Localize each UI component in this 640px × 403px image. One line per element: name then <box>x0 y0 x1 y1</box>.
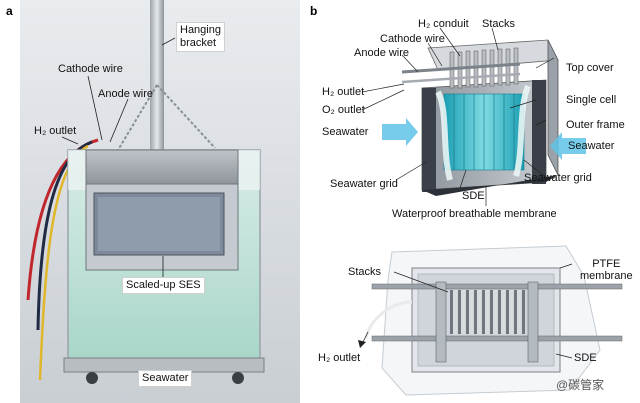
label-b-cathode-wire: Cathode wire <box>380 33 445 45</box>
ses-lid <box>85 149 239 185</box>
membrane-left <box>435 90 453 181</box>
black-wire <box>36 140 93 331</box>
h2-outlet-arrowhead <box>358 340 366 348</box>
leader-cathode-wire <box>87 75 103 141</box>
label-a-seawater: Seawater <box>138 370 193 387</box>
label-c-sde: SDE <box>574 352 597 364</box>
label-seawater-grid-right: Seawater grid <box>524 172 592 184</box>
label-h2-conduit: H₂ conduit <box>418 18 469 30</box>
pillar-right <box>532 80 546 184</box>
panel-c-topview <box>358 245 623 396</box>
label-b-h2-outlet: H₂ outlet <box>322 86 365 98</box>
leader-h2-outlet <box>61 136 79 145</box>
chain-left <box>117 84 158 151</box>
seawater-arrow-left <box>382 118 418 146</box>
h2-conduit-tube <box>401 62 521 74</box>
panel-b-letter: b <box>310 4 318 18</box>
wheel-left <box>86 372 98 384</box>
leaders-c <box>393 263 573 359</box>
label-b-anode-wire: Anode wire <box>354 47 410 59</box>
leader-hanging-bracket <box>161 37 176 46</box>
label-top-cover: Top cover <box>566 62 614 74</box>
panel-a-letter: a <box>6 4 13 18</box>
o2-tube <box>401 72 521 84</box>
pillar-left <box>422 88 436 192</box>
label-single-cell: Single cell <box>566 94 617 106</box>
hanging-pole <box>150 0 164 160</box>
rod-top <box>371 283 623 290</box>
ses-window-glass <box>98 197 220 251</box>
label-scaled-up-ses: Scaled-up SES <box>122 277 205 294</box>
watermark: @碳管家 <box>556 378 605 392</box>
label-b-stacks: Stacks <box>482 18 516 30</box>
label-outer-frame: Outer frame <box>566 119 625 131</box>
label-membrane: Waterproof breathable membrane <box>392 208 557 220</box>
stacks-array <box>450 290 525 334</box>
frame-base <box>422 175 558 196</box>
membrane-right <box>513 84 531 177</box>
label-ptfe-membrane: PTFE membrane <box>580 258 633 282</box>
panel-a-photo <box>20 0 300 403</box>
end-plate-left <box>435 281 447 363</box>
label-seawater-grid-left: Seawater grid <box>330 178 398 190</box>
leader-anode-wire <box>109 98 129 143</box>
label-b-seawater-right: Seawater <box>568 140 615 152</box>
label-a-h2-outlet: H₂ outlet <box>34 125 77 137</box>
label-b-seawater-left: Seawater <box>322 126 369 138</box>
rod-bottom <box>371 335 623 342</box>
end-plate-right <box>527 281 539 363</box>
leaders-b <box>361 27 555 206</box>
label-c-stacks: Stacks <box>348 266 382 278</box>
label-o2-outlet: O₂ outlet <box>322 104 365 116</box>
label-b-sde: SDE <box>462 190 485 202</box>
label-a-anode-wire: Anode wire <box>98 88 154 100</box>
label-c-h2-outlet: H₂ outlet <box>318 352 361 364</box>
label-a-cathode-wire: Cathode wire <box>58 63 123 75</box>
seawater-arrow-right <box>550 132 586 160</box>
chain-right <box>156 84 216 149</box>
wheel-right <box>232 372 244 384</box>
label-hanging-bracket: Hanging bracket <box>176 22 225 52</box>
panel-b-schematic <box>361 27 586 206</box>
